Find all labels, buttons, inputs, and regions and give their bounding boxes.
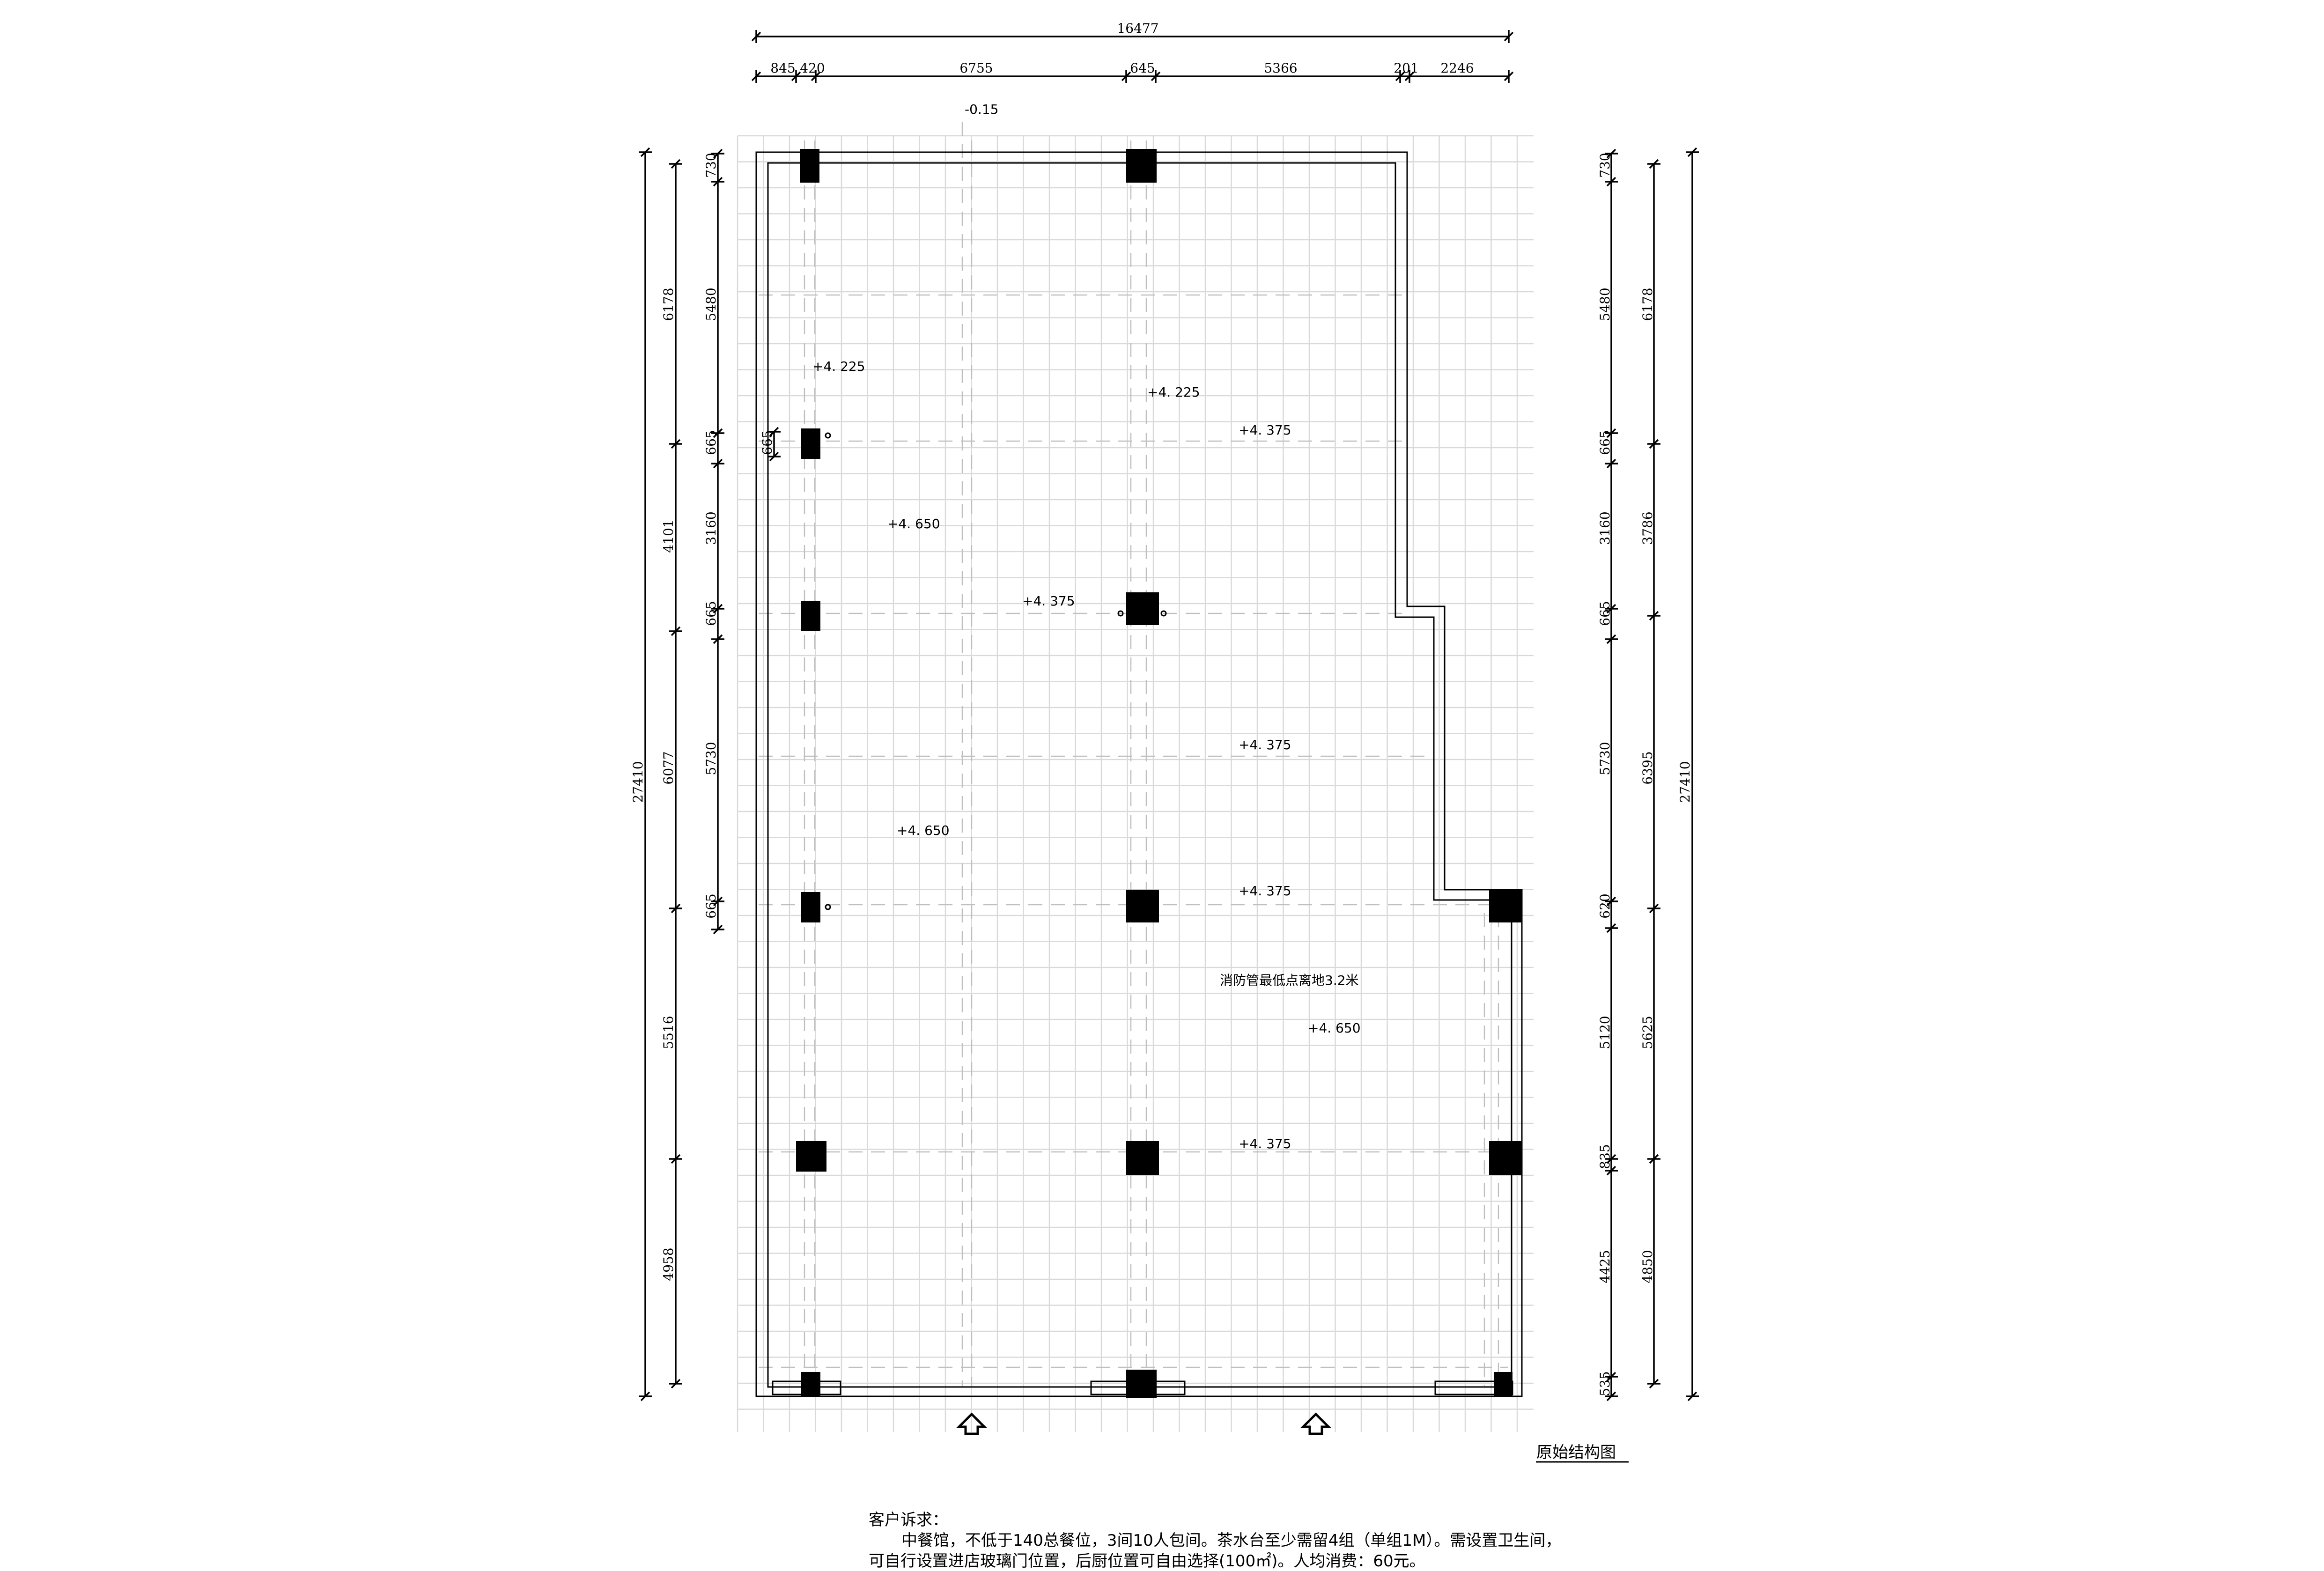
dimension-label: 665 xyxy=(1597,601,1613,626)
dimension-label: 5120 xyxy=(1597,1016,1613,1049)
background-grid xyxy=(737,135,1534,1432)
columns xyxy=(796,149,1522,1398)
level-label: +4. 375 xyxy=(1239,1136,1291,1151)
column xyxy=(1126,592,1159,625)
dimension-label: 645 xyxy=(1130,60,1155,76)
level-label: +4. 650 xyxy=(897,823,950,838)
dimension-label: 5730 xyxy=(703,742,719,775)
dimension-label: 835 xyxy=(1597,1144,1613,1169)
level-label: +4. 225 xyxy=(812,359,865,374)
customer-requirements-heading: 客户诉求： xyxy=(869,1511,948,1529)
column xyxy=(1494,1372,1512,1396)
level-label: +4. 375 xyxy=(1022,593,1075,609)
dimension-label: 5366 xyxy=(1264,60,1297,76)
dimension-label: 3786 xyxy=(1640,511,1655,545)
dimension-label: 6077 xyxy=(661,751,676,784)
column xyxy=(1126,890,1159,922)
dimension-label: 845 xyxy=(770,60,795,76)
customer-requirements-line: 中餐馆，不低于140总餐位，3间10人包间。茶水台至少需留4组（单组1M）。需设… xyxy=(901,1531,1562,1550)
dimension-lines xyxy=(639,30,1699,1401)
dimension-label: 201 xyxy=(1394,60,1418,76)
fire-pipe-note: 消防管最低点离地3.2米 xyxy=(1220,973,1359,988)
column xyxy=(801,892,820,922)
dimension-label: 5516 xyxy=(661,1016,676,1049)
walls xyxy=(755,151,1523,1397)
dimension-label: 6755 xyxy=(959,60,993,76)
dimension-label: 6178 xyxy=(661,288,676,321)
dimension-label: 665 xyxy=(703,430,719,455)
dimension-label: 5625 xyxy=(1640,1016,1655,1049)
level-label: +4. 650 xyxy=(1308,1020,1361,1036)
dimension-label: 730 xyxy=(1597,153,1613,177)
dimension-label: 3160 xyxy=(1597,511,1613,545)
column xyxy=(1126,1141,1159,1175)
pipe-markers xyxy=(825,432,1167,910)
column xyxy=(801,1372,820,1396)
dimension-label: 730 xyxy=(703,153,719,177)
column xyxy=(801,428,820,459)
column xyxy=(1126,149,1157,183)
dimension-label: 6178 xyxy=(1640,288,1655,321)
dimension-label: 665 xyxy=(703,601,719,626)
entrance-arrow-icon xyxy=(956,1412,988,1435)
customer-requirements-line: 可自行设置进店玻璃门位置，后厨位置可自由选择(100㎡)。人均消费：60元。 xyxy=(869,1552,1425,1571)
drawing-title: 原始结构图 xyxy=(1536,1443,1616,1462)
dimension-label: 665 xyxy=(760,430,775,455)
level-label: +4. 375 xyxy=(1239,422,1291,438)
dimension-label: 5480 xyxy=(1597,288,1613,321)
dimension-label: 4425 xyxy=(1597,1250,1613,1283)
level-label: +4. 650 xyxy=(887,516,940,531)
axis-lines xyxy=(759,122,1508,1386)
dimension-label: 2246 xyxy=(1440,60,1474,76)
dimension-label: 3160 xyxy=(703,511,719,545)
column xyxy=(796,1141,826,1172)
dimension-label: 4850 xyxy=(1640,1250,1655,1283)
dimension-label: 620 xyxy=(1597,893,1613,918)
level-label: +4. 375 xyxy=(1239,883,1291,899)
column xyxy=(1489,1141,1522,1175)
column xyxy=(800,149,819,183)
dimension-label: 665 xyxy=(703,893,719,918)
level-label: +4. 225 xyxy=(1147,384,1200,400)
dimension-label: 16477 xyxy=(1117,21,1158,36)
column xyxy=(1126,1370,1157,1398)
column xyxy=(801,601,820,631)
level-label: -0.15 xyxy=(965,102,998,117)
entrance-arrow-icon xyxy=(1300,1412,1332,1435)
dimension-label: 27410 xyxy=(1677,761,1693,803)
level-label: +4. 375 xyxy=(1239,737,1291,752)
dimension-label: 4101 xyxy=(661,519,676,553)
dimension-label: 27410 xyxy=(630,761,646,803)
dimension-label: 5480 xyxy=(703,288,719,321)
dimension-label: 6395 xyxy=(1640,751,1655,784)
dimension-label: 665 xyxy=(1597,430,1613,455)
dimension-label: 4958 xyxy=(661,1247,676,1281)
column xyxy=(1489,890,1522,922)
dimension-label: 420 xyxy=(800,60,825,76)
dimension-label: 535 xyxy=(1597,1371,1613,1396)
dimension-label: 5730 xyxy=(1597,742,1613,775)
